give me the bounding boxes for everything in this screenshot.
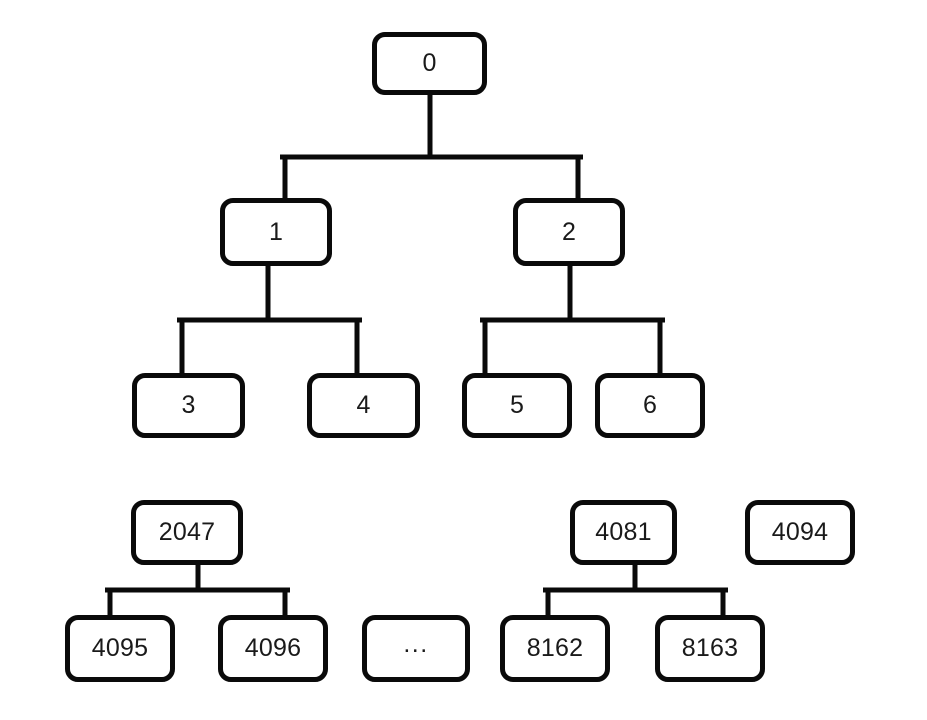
tree-node-8163[interactable]: 8163 xyxy=(655,615,765,682)
tree-node-label: 5 xyxy=(509,391,525,419)
tree-node-4081[interactable]: 4081 xyxy=(570,500,677,565)
tree-node-5[interactable]: 5 xyxy=(462,373,572,438)
tree-node-1[interactable]: 1 xyxy=(220,198,332,266)
tree-node-6[interactable]: 6 xyxy=(595,373,705,438)
tree-node-label: 0 xyxy=(422,49,437,77)
tree-node-2[interactable]: 2 xyxy=(513,198,625,266)
tree-node-label: ... xyxy=(403,630,429,658)
tree-node-ellipsisellipsisellipsis[interactable]: ... xyxy=(362,615,470,682)
tree-node-label: 2047 xyxy=(158,518,216,546)
tree-node-label: 8162 xyxy=(526,634,584,662)
tree-node-label: 8163 xyxy=(681,634,739,662)
tree-node-label: 4081 xyxy=(595,518,652,546)
tree-node-0[interactable]: 0 xyxy=(372,32,487,95)
tree-node-4096[interactable]: 4096 xyxy=(218,615,328,682)
tree-node-label: 2 xyxy=(561,217,577,246)
tree-node-4[interactable]: 4 xyxy=(307,373,420,438)
tree-node-2047[interactable]: 2047 xyxy=(131,500,243,565)
tree-node-label: 6 xyxy=(642,391,658,419)
tree-node-4094[interactable]: 4094 xyxy=(745,500,855,565)
tree-node-label: 3 xyxy=(181,391,196,419)
tree-node-4095[interactable]: 4095 xyxy=(65,615,175,682)
tree-node-label: 1 xyxy=(268,217,284,246)
tree-node-3[interactable]: 3 xyxy=(132,373,245,438)
tree-node-label: 4094 xyxy=(771,518,829,546)
tree-node-label: 4096 xyxy=(244,634,302,662)
tree-node-8162[interactable]: 8162 xyxy=(500,615,610,682)
tree-node-label: 4 xyxy=(356,391,371,419)
tree-node-label: 4095 xyxy=(91,634,149,662)
